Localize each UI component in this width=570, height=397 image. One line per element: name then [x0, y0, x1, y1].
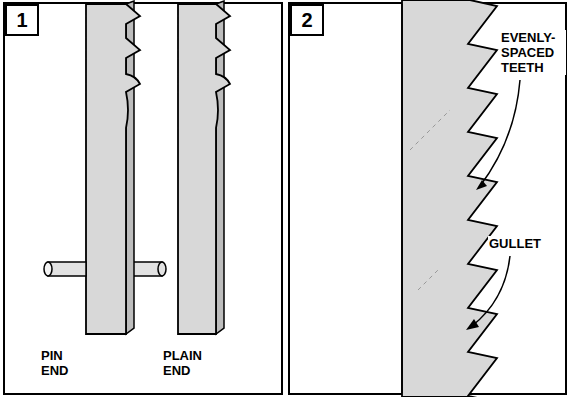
arrowhead	[476, 180, 487, 190]
callout-number: 2	[301, 9, 312, 32]
blade-sheen	[410, 110, 450, 150]
part-label: PIN END	[40, 348, 82, 378]
arrowhead	[466, 319, 479, 330]
leader-line	[472, 256, 510, 326]
pin-end-blade	[86, 1, 140, 334]
pin-rod	[44, 262, 86, 276]
panel-number: 2	[290, 4, 324, 36]
callout-number: 1	[16, 9, 27, 32]
panel-frame	[4, 3, 282, 394]
blade-sheen	[418, 268, 440, 290]
part-label: PLAIN END	[162, 348, 214, 378]
panel-number: 1	[5, 4, 39, 36]
leader-line	[480, 80, 520, 186]
plain-end-blade	[178, 1, 230, 334]
blade-edge	[401, 4, 403, 393]
part-label: EVENLY- SPACED TEETH	[500, 30, 566, 75]
part-label: GULLET	[488, 236, 560, 251]
blade-teeth	[402, 0, 497, 397]
